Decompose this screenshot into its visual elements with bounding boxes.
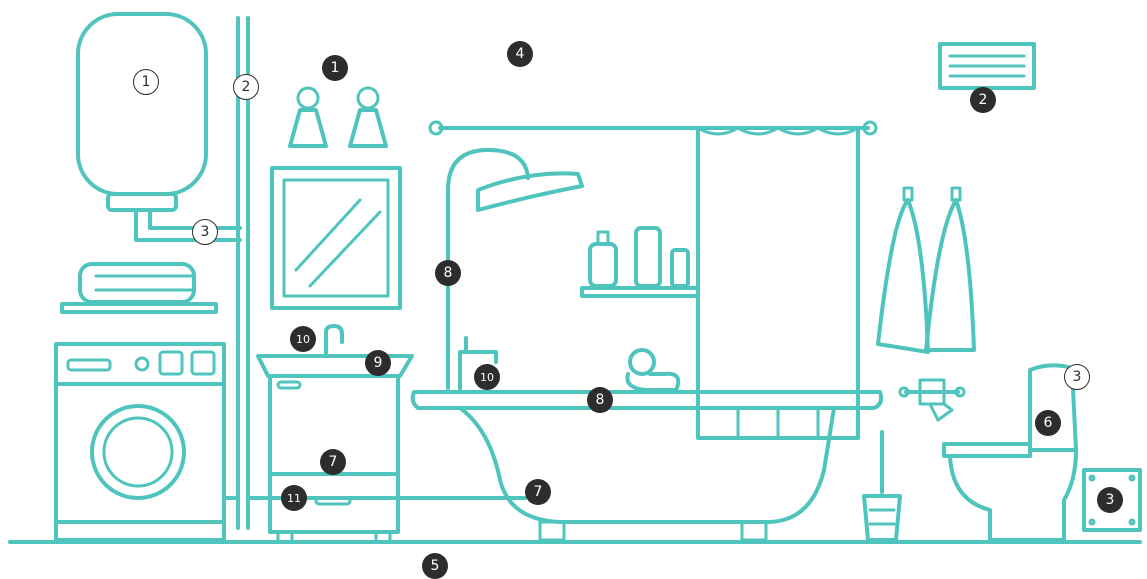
rubber-duck-icon (627, 350, 678, 390)
badge-vertical-pipe: 2 (233, 74, 259, 100)
air-vent-icon (940, 44, 1034, 88)
washing-machine-icon (56, 344, 224, 540)
badge-bathtub: 7 (525, 479, 551, 505)
hanging-towels-icon (878, 188, 974, 352)
badge-ceiling: 4 (507, 41, 533, 67)
wall-lamps-icon (290, 88, 386, 146)
folded-towels-icon (62, 264, 216, 312)
badge-washbasin: 9 (365, 350, 391, 376)
badge-sink-faucet: 10 (290, 326, 316, 352)
badge-wall-panel: 3 (1097, 487, 1123, 513)
badge-bath-faucet: 10 (474, 364, 500, 390)
badge-water-heater: 1 (133, 69, 159, 95)
badge-bathtub-rim: 8 (587, 387, 613, 413)
badge-toilet: 6 (1035, 410, 1061, 436)
badge-air-vent: 2 (970, 87, 996, 113)
toilet-brush-icon (864, 432, 900, 540)
badge-floor: 5 (422, 553, 448, 579)
badge-wall-lamps: 1 (322, 55, 348, 81)
bottle-shelf-icon (582, 228, 698, 296)
badge-toilet-tank-label: 3 (1064, 364, 1090, 390)
badge-pipe-joint: 3 (192, 219, 218, 245)
water-heater-icon (78, 14, 240, 240)
badge-shower-column: 8 (435, 260, 461, 286)
toilet-paper-icon (900, 380, 964, 420)
badge-drawer: 11 (281, 485, 307, 511)
mirror-icon (272, 168, 400, 308)
badge-vanity-cabinet: 7 (320, 449, 346, 475)
